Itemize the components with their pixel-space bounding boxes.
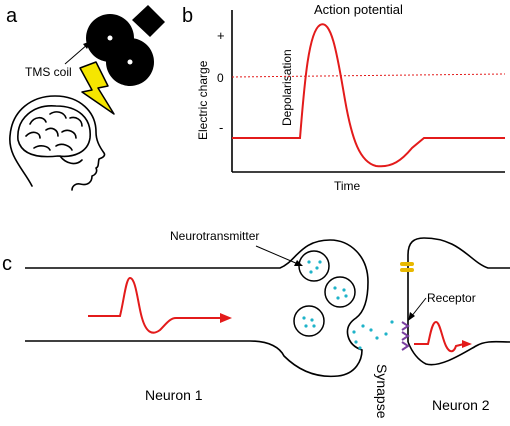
synaptic-vesicles	[293, 250, 356, 337]
tms-coil-label: TMS coil	[25, 65, 72, 79]
vesicle	[293, 305, 325, 337]
receptor-label: Receptor	[427, 291, 476, 305]
released-neurotransmitter	[352, 320, 394, 350]
tick-zero: 0	[217, 71, 224, 85]
neuron-1-membrane	[25, 239, 369, 378]
neurotransmitter-label: Neurotransmitter	[170, 229, 259, 243]
lightning-bolt-icon	[79, 61, 115, 115]
coil-pointer-arrow	[64, 41, 91, 65]
zero-baseline	[231, 73, 506, 78]
panel-a-label: a	[6, 5, 18, 27]
action-potential-trace	[232, 23, 505, 168]
panel-b-label: b	[182, 5, 193, 27]
neuron-2-signal-arrow	[414, 320, 472, 353]
synapse-label: Synapse	[374, 364, 390, 419]
receptor-icons	[401, 321, 410, 351]
tick-minus: -	[219, 120, 223, 135]
ion-channel-icon	[400, 262, 414, 272]
depolarisation-label: Depolarisation	[280, 49, 294, 126]
neurotransmitter-pointer-arrow	[255, 245, 303, 266]
panel-c-label: c	[2, 253, 12, 275]
head-with-brain-icon	[9, 95, 106, 191]
neuron-1-label: Neuron 1	[145, 387, 203, 403]
chart-title: Action potential	[314, 2, 403, 17]
y-axis-label: Electric charge	[196, 60, 210, 140]
neuron-2-lower-membrane	[407, 340, 510, 366]
x-axis-label: Time	[334, 179, 361, 193]
neuron-1-signal-arrow	[88, 276, 232, 334]
receptor-pointer-arrow	[408, 297, 427, 321]
vesicle	[298, 250, 330, 282]
neuron-2-membrane	[407, 237, 510, 342]
vesicle	[324, 276, 356, 308]
tick-plus: +	[217, 28, 225, 43]
tms-coil-icon	[86, 5, 165, 86]
neuron-2-label: Neuron 2	[432, 397, 490, 413]
